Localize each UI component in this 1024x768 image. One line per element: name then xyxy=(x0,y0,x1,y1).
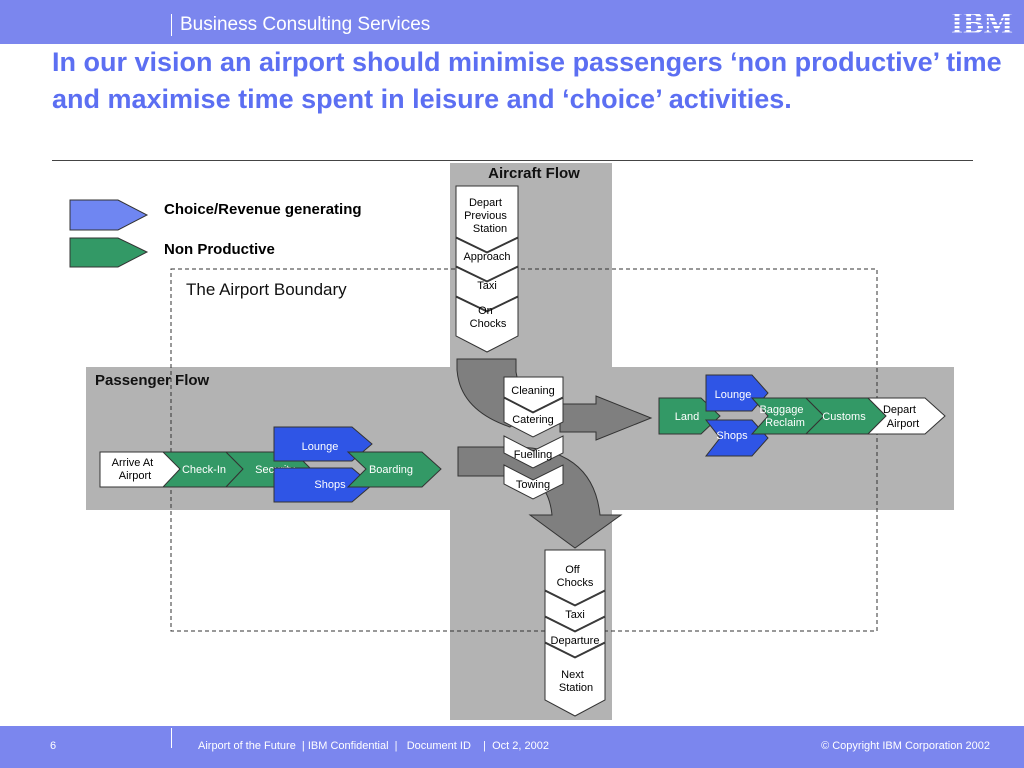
depart-previous-station-label: Depart Previous Station xyxy=(464,197,510,235)
passenger-flow-title: Passenger Flow xyxy=(95,372,210,389)
slide-title: In our vision an airport should minimise… xyxy=(52,47,1002,114)
next-station-chevron xyxy=(544,642,606,717)
depart-airport-label: Depart Airport xyxy=(883,404,919,430)
depart-previous-station-chevron xyxy=(455,185,519,253)
title-rule xyxy=(52,160,973,161)
on-chocks-chevron xyxy=(455,296,519,353)
catering-label: Catering xyxy=(512,414,554,426)
approach-chevron xyxy=(455,237,519,282)
svg-text:IBM: IBM xyxy=(951,6,1013,38)
aircraft-flow-title: Aircraft Flow xyxy=(488,165,580,182)
depart-airport-chevron xyxy=(866,397,946,435)
page-number: 6 xyxy=(50,740,57,752)
towing-chevron xyxy=(503,464,564,500)
inbound-taxi-chevron xyxy=(455,266,519,312)
arriving-shops-chevron xyxy=(704,419,769,457)
legend-choice-label: Choice/Revenue generating xyxy=(164,201,362,218)
on-chocks-label: On Chocks xyxy=(470,305,507,330)
boundary-label: The Airport Boundary xyxy=(186,280,347,299)
ibm-logo-icon: IBM xyxy=(951,6,1013,38)
boarding-label: Boarding xyxy=(369,464,413,476)
airport-boundary xyxy=(170,268,878,632)
customs-label: Customs xyxy=(822,411,866,423)
departing-shops-label: Shops xyxy=(314,479,346,491)
departure-label: Departure xyxy=(551,635,600,647)
outbound-taxi-chevron xyxy=(544,590,606,632)
check-in-label: Check-In xyxy=(182,464,226,476)
off-chocks-chevron xyxy=(544,549,606,606)
fuelling-label: Fuelling xyxy=(514,449,553,461)
arriving-lounge-label: Lounge xyxy=(715,389,752,401)
catering-chevron xyxy=(503,397,564,438)
arrive-at-airport-label: Arrive At Airport xyxy=(112,457,157,482)
outbound-taxi-label: Taxi xyxy=(565,609,585,621)
approach-label: Approach xyxy=(463,251,510,263)
copyright: © Copyright IBM Corporation 2002 xyxy=(821,740,990,752)
footer-bar: 6 Airport of the Future | IBM Confidenti… xyxy=(0,726,1024,768)
boarding-chevron xyxy=(346,451,442,488)
departing-shops-chevron xyxy=(273,467,373,503)
header-separator xyxy=(171,14,172,36)
baggage-reclaim-label: Baggage Reclaim xyxy=(759,404,806,429)
towing-label: Towing xyxy=(516,479,550,491)
header-bar: Business Consulting Services IBM xyxy=(0,0,1024,44)
departure-chevron xyxy=(544,616,606,658)
departing-lounge-label: Lounge xyxy=(302,441,339,453)
legend-choice-swatch xyxy=(69,199,149,231)
fuelling-chevron xyxy=(503,435,564,469)
legend-nonproductive-label: Non Productive xyxy=(164,241,275,258)
arrival-transfer-arrow xyxy=(559,395,653,441)
off-chocks-label: Off Chocks xyxy=(557,564,594,589)
footer-separator xyxy=(171,728,172,748)
inbound-taxi-label: Taxi xyxy=(477,280,497,292)
next-station-label: Next Station xyxy=(559,669,593,694)
cleaning-label: Cleaning xyxy=(511,385,554,397)
footer-meta: Airport of the Future | IBM Confidential… xyxy=(198,740,549,752)
brand-name: Business Consulting Services xyxy=(180,14,431,35)
arriving-shops-label: Shops xyxy=(716,430,748,442)
legend-nonproductive-swatch xyxy=(69,237,149,268)
land-label: Land xyxy=(675,411,699,423)
cleaning-chevron xyxy=(503,376,564,413)
